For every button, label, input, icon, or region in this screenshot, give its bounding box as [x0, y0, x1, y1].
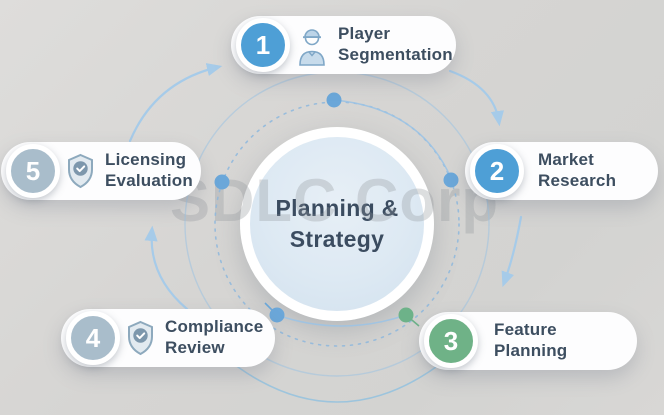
step-label-line1: Licensing — [105, 150, 187, 170]
step-label-line2: Research — [538, 171, 617, 190]
step-label: Player Segmentation — [338, 24, 453, 65]
node-dot-step2 — [443, 172, 459, 188]
step-label-line1: Feature — [494, 320, 557, 340]
step-badge-licensing-evaluation: 5 Licensing Evaluation — [1, 142, 201, 200]
step-badge-player-segmentation: 1 Player Segmentation — [231, 16, 456, 74]
step-number-5: 5 — [6, 144, 60, 198]
step-number-2: 2 — [470, 144, 524, 198]
step-label: Compliance Review — [165, 317, 263, 358]
step-label-line2: Review — [165, 338, 225, 357]
center-title: Planning & Strategy — [275, 193, 398, 255]
step-label-line2: Segmentation — [338, 45, 453, 64]
step-number-4: 4 — [66, 311, 120, 365]
node-dot-step5 — [214, 174, 230, 190]
step-badge-market-research: 2 Market Research — [465, 142, 658, 200]
arrow-step5-to-step1 — [128, 63, 223, 143]
step-label-line2: Planning — [494, 341, 568, 360]
dot-stub-step4 — [264, 302, 278, 316]
step-number-1: 1 — [236, 18, 290, 72]
player-icon — [295, 24, 329, 66]
step-label-line2: Evaluation — [105, 171, 193, 190]
shield-check-icon — [65, 153, 96, 189]
arrow-step1-to-step2 — [448, 69, 504, 127]
center-title-line1: Planning & — [275, 194, 399, 221]
center-hub-circle: Planning & Strategy — [240, 127, 434, 321]
arrow-step2-to-step3 — [501, 215, 523, 288]
step-label-line1: Compliance — [165, 317, 264, 337]
step-label-line1: Market — [538, 150, 595, 170]
step-number-3: 3 — [424, 314, 478, 368]
node-dot-step3 — [398, 307, 414, 323]
step-badge-compliance-review: 4 Compliance Review — [61, 309, 275, 367]
step-label: Licensing Evaluation — [105, 150, 193, 191]
step-label: Market Research — [538, 150, 616, 191]
node-dot-step1 — [326, 92, 342, 108]
step-label: Feature Planning — [494, 320, 567, 361]
dot-stub-step3 — [405, 314, 420, 327]
center-hub-fill: Planning & Strategy — [250, 137, 424, 311]
center-title-line2: Strategy — [289, 226, 385, 252]
step-label-line1: Player — [338, 24, 391, 44]
arrow-step4-to-step5 — [144, 225, 189, 311]
step-badge-feature-planning: 3 Feature Planning — [419, 312, 637, 370]
shield-check-icon — [125, 320, 156, 356]
node-dot-step4 — [269, 307, 285, 323]
